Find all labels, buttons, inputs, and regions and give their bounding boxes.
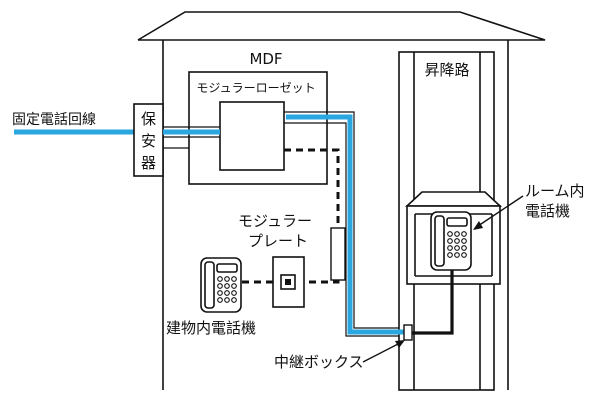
room-phone-arrow bbox=[473, 195, 524, 230]
fixed-line-label: 固定電話回線 bbox=[12, 111, 96, 128]
relay-box-arrow bbox=[362, 340, 405, 363]
modular-jack-icon bbox=[280, 274, 296, 290]
protector-box bbox=[133, 103, 164, 177]
room-telephone-icon bbox=[430, 211, 472, 271]
room-phone-label-2: 電話機 bbox=[525, 202, 570, 220]
protector-label-1: 保 bbox=[141, 110, 156, 128]
modular-plate-label-2: プレート bbox=[248, 232, 308, 250]
shaft-label: 昇降路 bbox=[424, 61, 469, 79]
mdf-label: MDF bbox=[249, 50, 282, 68]
building-phone-dashed-line bbox=[284, 148, 340, 228]
mdf-cabinet bbox=[188, 71, 328, 185]
elevator-phone-line bbox=[286, 114, 406, 335]
protector-label-3: 器 bbox=[141, 154, 156, 172]
trunk-wire-gray bbox=[284, 111, 399, 337]
building-outline bbox=[137, 11, 546, 390]
building-phone-label: 建物内電話機 bbox=[166, 319, 256, 337]
modular-plate-dashed-box bbox=[330, 227, 346, 281]
car-phone-cable bbox=[410, 270, 454, 335]
modular-rosette-label: モジュラーローゼット bbox=[196, 81, 315, 95]
building-phone-dashed-line-2 bbox=[304, 280, 340, 284]
protector-label-2: 安 bbox=[141, 132, 156, 150]
relay-box-label: 中継ボックス bbox=[274, 353, 364, 371]
modular-plate-label-1: モジュラー bbox=[238, 212, 312, 230]
room-phone-label-1: ルーム内 bbox=[525, 182, 585, 200]
relay-box bbox=[403, 324, 413, 341]
building-telephone-icon bbox=[200, 257, 242, 313]
protector-wires bbox=[163, 126, 220, 149]
